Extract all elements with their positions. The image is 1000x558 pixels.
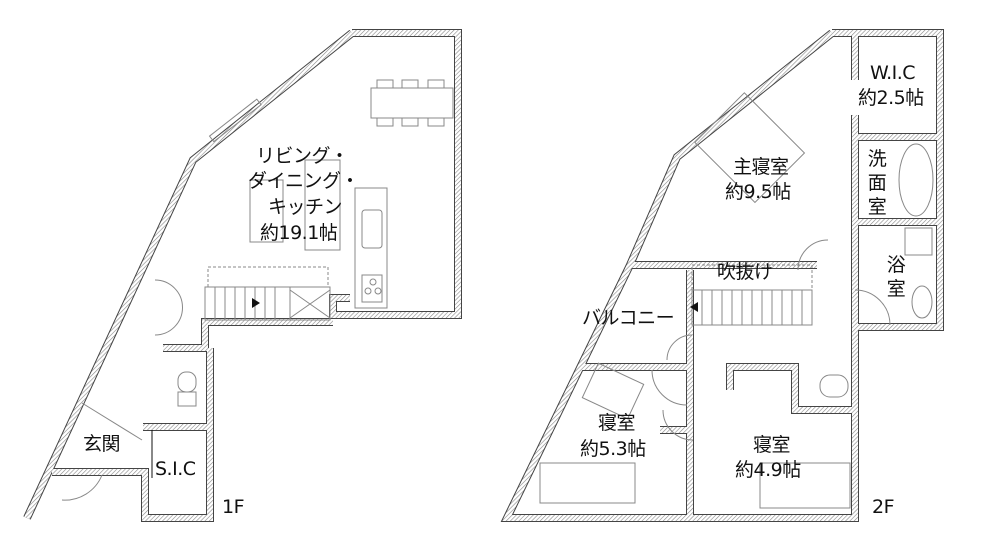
- toilet: [177, 371, 197, 393]
- bed-b: [759, 462, 851, 509]
- master-bed: [694, 92, 806, 204]
- sic-label: S.I.C: [155, 458, 196, 480]
- ldk-label-line1: リビング・: [256, 145, 349, 167]
- bathtub: [898, 143, 934, 217]
- toilet-2f: [819, 374, 849, 398]
- balcony-label: バルコニー: [582, 307, 675, 329]
- bedroom-a-area: 約5.3帖: [580, 438, 646, 460]
- entrance-door-swing: [61, 474, 103, 501]
- bathroom-label: 浴室: [886, 254, 906, 300]
- stove: [361, 274, 383, 303]
- wic-area: 約2.5帖: [858, 87, 924, 109]
- entrance-label: 玄関: [83, 433, 121, 455]
- ldk-label-line2: ダイニング・: [248, 170, 360, 192]
- desk: [581, 362, 645, 420]
- void-area: [691, 264, 813, 291]
- floor2-label: 2F: [872, 496, 895, 518]
- floor1-label: 1F: [222, 496, 245, 518]
- bedroom-b-label: 寝室: [753, 434, 791, 456]
- bedroom-b-area: 約4.9帖: [735, 459, 801, 481]
- ldk-area: 約19.1帖: [260, 222, 338, 244]
- void-label: 吹抜け: [717, 261, 773, 283]
- sofa: [249, 179, 284, 243]
- master-bedroom-area: 約9.5帖: [725, 181, 791, 203]
- washroom-label: 洗面室: [867, 148, 887, 218]
- kitchen-counter: [354, 187, 388, 309]
- floor1-walls: [23, 29, 462, 522]
- washbasin: [911, 285, 933, 319]
- dining-table: [370, 87, 454, 119]
- floor2-walls: [500, 29, 944, 522]
- floor2-fixtures: [539, 92, 934, 509]
- stair-arrow-icon: [252, 298, 260, 308]
- master-bedroom-label: 主寝室: [733, 156, 789, 178]
- door-swing: [154, 279, 183, 336]
- stairs: [204, 286, 331, 321]
- floor1-fixtures: [61, 79, 454, 501]
- upper-void: [207, 266, 329, 288]
- bed-a: [539, 462, 636, 504]
- bedroom-a-label: 寝室: [598, 412, 636, 434]
- stair-arrow-icon-2f: [690, 302, 698, 312]
- tv-unit: [304, 159, 341, 251]
- washing-machine: [904, 227, 933, 256]
- ldk-label-line3: キッチン: [268, 196, 343, 218]
- sink: [361, 209, 383, 249]
- wic-label: W.I.C: [870, 62, 916, 84]
